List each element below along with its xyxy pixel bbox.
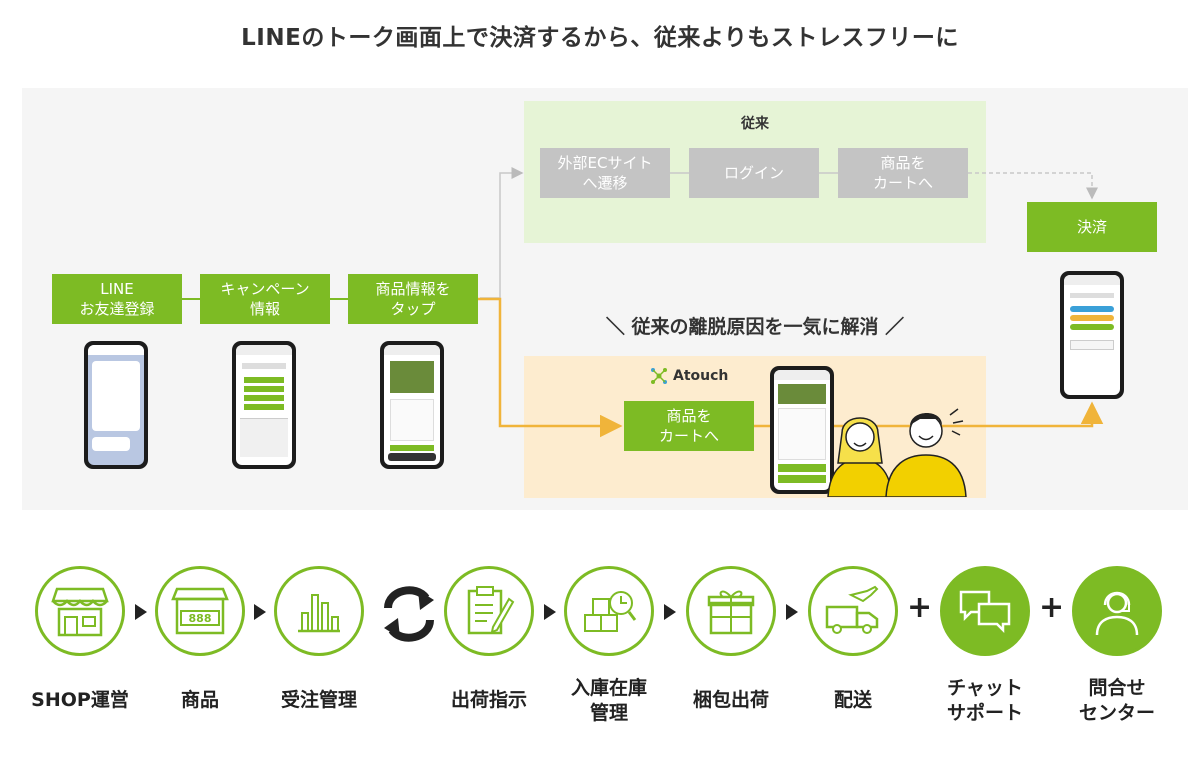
phone-atouch-cart [770, 366, 834, 494]
process-arrow-1 [135, 604, 147, 620]
product-shelf-icon: 888 [171, 587, 229, 635]
flow-arrows [182, 167, 1104, 438]
process-circle-product: 888 [155, 566, 245, 656]
svg-text:888: 888 [189, 612, 212, 625]
gift-box-icon [707, 590, 755, 635]
process-circle-shipping-instruction [444, 566, 534, 656]
process-label-shop: SHOP運営 [31, 689, 129, 711]
process-label-delivery: 配送 [833, 689, 872, 711]
bar-chart-icon [298, 594, 340, 633]
process-circle-order [274, 566, 364, 656]
arrow-to-payment [968, 172, 1098, 200]
process-arrow-2 [254, 604, 266, 620]
atouch-logo-icon [651, 368, 667, 384]
arrow-to-traditional [480, 167, 524, 299]
plus-icon-1: + [907, 590, 933, 625]
phone-payment [1060, 271, 1124, 399]
process-circle-shop [35, 566, 125, 656]
boxes-clock-icon [584, 591, 637, 632]
phone-campaign [232, 341, 296, 469]
headset-person-icon [1095, 591, 1139, 636]
process-label-shipping-instruction: 出荷指示 [450, 689, 527, 711]
process-circle-packing [686, 566, 776, 656]
slogan: ＼ 従来の離脱原因を一気に解消 ／ [605, 316, 905, 338]
process-circle-inquiry-center [1072, 566, 1162, 656]
chat-bubbles-icon [959, 590, 1011, 634]
payment-box: 決済 [1027, 202, 1157, 252]
traditional-flow-title: 従来 [741, 116, 769, 132]
plus-icon-2: + [1039, 590, 1065, 625]
traditional-step-login: ログイン [689, 148, 819, 198]
process-label-packing: 梱包出荷 [692, 689, 769, 711]
process-label-chat-support: チャット サポート [946, 677, 1023, 724]
traditional-step-cart: 商品を カートへ [838, 148, 968, 198]
process-circle-chat-support [940, 566, 1030, 656]
process-arrow-5 [786, 604, 798, 620]
clipboard-pen-icon [467, 586, 515, 635]
process-arrow-4 [664, 604, 676, 620]
process-label-inquiry-center: 問合せ センター [1078, 677, 1155, 724]
atouch-logo-text: Atouch [673, 368, 729, 384]
traditional-step-ec-site: 外部ECサイト へ遷移 [540, 148, 670, 198]
phone-line-chat [84, 341, 148, 469]
woman-figure [827, 417, 893, 497]
arrow-to-atouch [478, 297, 623, 438]
line-step-campaign-info: キャンペーン 情報 [200, 274, 330, 324]
phone-product-info [380, 341, 444, 469]
line-step-friend-register: LINE お友達登録 [52, 274, 182, 324]
cycle-arrows-icon [384, 586, 434, 642]
process-circle-inventory [564, 566, 654, 656]
line-step-tap-product: 商品情報を タップ [348, 274, 478, 324]
process-circle-delivery [808, 566, 898, 656]
happy-people-illustration [827, 408, 967, 497]
shop-icon [51, 587, 109, 637]
page-title: LINEのトーク画面上で決済するから、従来よりもストレスフリーに [241, 25, 959, 51]
atouch-logo: Atouch [650, 367, 728, 385]
truck-plane-icon [825, 585, 879, 634]
process-label-product: 商品 [180, 689, 219, 711]
process-arrow-3 [544, 604, 556, 620]
man-figure [885, 408, 967, 497]
atouch-step-cart: 商品を カートへ [624, 401, 754, 451]
process-label-inventory: 入庫在庫 管理 [570, 677, 647, 724]
process-label-order: 受注管理 [280, 689, 357, 711]
